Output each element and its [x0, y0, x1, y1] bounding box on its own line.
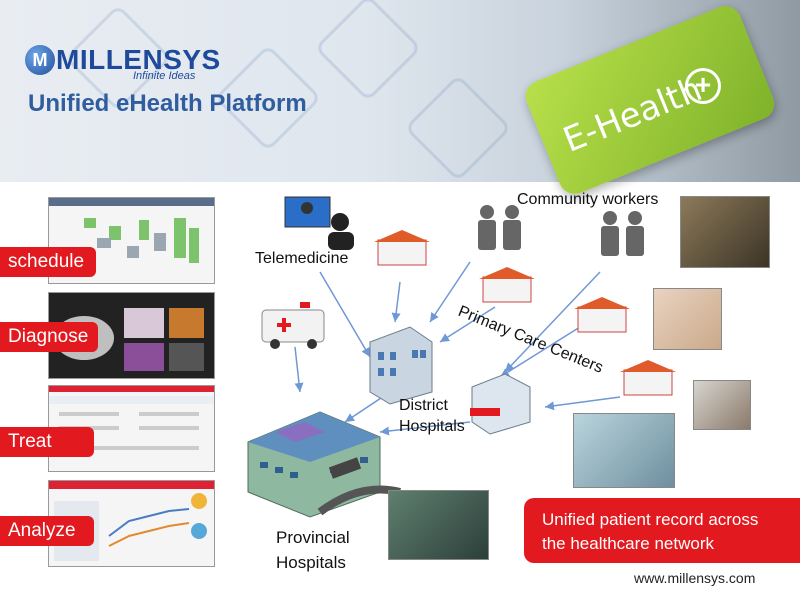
- telemedicine-icon: [284, 196, 354, 250]
- community-workers-label: Community workers: [517, 191, 659, 208]
- workflow-label-diagnose: Diagnose: [0, 322, 98, 352]
- network-diagram: [247, 196, 676, 518]
- workflow-label-treat: Treat: [0, 427, 94, 457]
- district-hospitals-label: District Hospitals: [399, 395, 465, 437]
- provincial-hospital-icon: [247, 411, 401, 518]
- callout-line2: the healthcare network: [542, 534, 714, 553]
- decorative-hex: [314, 0, 422, 102]
- provincial-hospitals-label: Provincial Hospitals: [276, 525, 350, 575]
- provincial-label-line1: Provincial: [276, 528, 350, 547]
- ultrasound-photo: [573, 413, 675, 488]
- district-label-line1: District: [399, 397, 448, 414]
- connection-arrows: [294, 261, 621, 436]
- workflow-label-schedule: schedule: [0, 247, 96, 277]
- district-label-line2: Hospitals: [399, 418, 465, 435]
- callout-line1: Unified patient record across: [542, 510, 759, 529]
- patient-photo: [653, 288, 722, 350]
- logo-icon: M: [25, 45, 55, 75]
- schedule-screenshot: [48, 197, 215, 284]
- logo-name: MILLENSYS: [56, 44, 221, 75]
- examination-photo: [693, 380, 751, 430]
- clinic-icon: [374, 230, 676, 396]
- district-hospital-icon: [369, 326, 531, 435]
- telemedicine-label: Telemedicine: [255, 250, 349, 267]
- workflow-label-analyze: Analyze: [0, 516, 94, 546]
- logo-tagline: Infinite Ideas: [133, 70, 196, 82]
- page-title: Unified eHealth Platform: [28, 90, 307, 117]
- surgery-photo: [388, 490, 489, 560]
- website-url[interactable]: www.millensys.com: [634, 570, 756, 586]
- community-worker-photo: [680, 196, 770, 268]
- community-workers-icon: [478, 205, 644, 256]
- ambulance-icon: [261, 302, 325, 349]
- decorative-hex: [404, 74, 512, 182]
- plus-icon: +: [685, 68, 721, 104]
- unified-record-callout: Unified patient record across the health…: [524, 498, 800, 563]
- analyze-screenshot: [48, 480, 215, 567]
- provincial-label-line2: Hospitals: [276, 553, 346, 572]
